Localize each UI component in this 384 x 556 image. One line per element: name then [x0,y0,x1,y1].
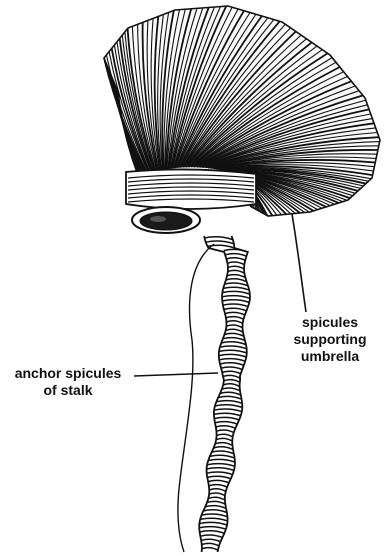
osculum-opening [140,212,192,230]
stalk [178,236,250,552]
osculum-highlight [150,216,166,222]
label-line: of stalk [2,382,134,399]
label-line: spicules [288,314,372,331]
umbrella-leader-line [292,214,306,312]
label-line: umbrella [288,348,372,365]
label-line: anchor spicules [2,365,134,382]
anchor-leader-line [134,373,218,376]
label-anchor-spicules-of-stalk: anchor spicules of stalk [2,365,134,399]
umbrella-collar [126,169,256,233]
label-line: supporting [288,331,372,348]
label-spicules-supporting-umbrella: spicules supporting umbrella [288,314,372,365]
